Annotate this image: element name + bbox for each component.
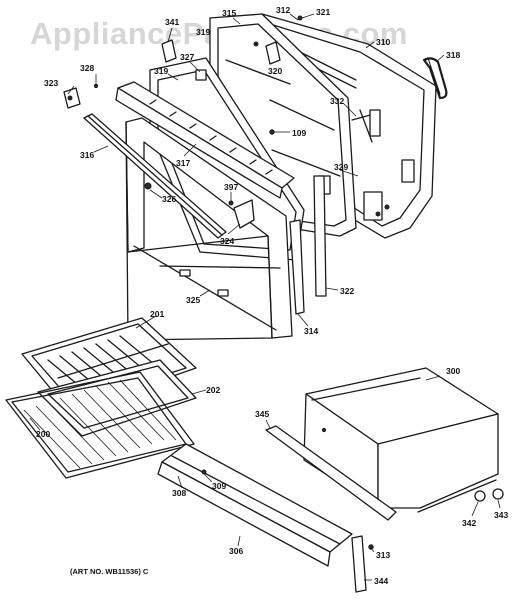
callout-202: 202 xyxy=(206,385,220,395)
storage-drawer xyxy=(303,367,499,513)
drawer-slide xyxy=(351,535,367,593)
door-gasket xyxy=(422,57,448,100)
callout-318: 318 xyxy=(446,50,460,60)
callout-308: 308 xyxy=(172,488,186,498)
callout-200: 200 xyxy=(36,429,50,439)
hinge-parts xyxy=(63,15,303,229)
drawer-roller-342 xyxy=(474,490,486,502)
door-vent-trim xyxy=(115,81,295,199)
callout-322: 322 xyxy=(340,286,354,296)
leader-lines xyxy=(29,13,501,581)
callout-329: 329 xyxy=(334,162,348,172)
drawer-front xyxy=(157,443,353,567)
callout-345: 345 xyxy=(255,409,269,419)
callout-306: 306 xyxy=(229,546,243,556)
callout-201: 201 xyxy=(150,309,164,319)
callout-314: 314 xyxy=(304,326,318,336)
art-number: (ART NO. WB11536) C xyxy=(70,567,149,576)
side-trim-314 xyxy=(289,219,305,315)
callout-300: 300 xyxy=(446,366,460,376)
callout-310: 310 xyxy=(376,37,390,47)
callout-320: 320 xyxy=(268,66,282,76)
door-handle xyxy=(83,113,227,239)
callout-321: 321 xyxy=(316,7,330,17)
callout-109: 109 xyxy=(292,128,306,138)
callout-317: 317 xyxy=(176,158,190,168)
callout-319: 319 xyxy=(154,66,168,76)
callout-341: 341 xyxy=(165,17,179,27)
drawer-screw-313 xyxy=(368,544,374,550)
drawer-roller-343 xyxy=(492,488,504,500)
drawer-rail xyxy=(265,425,397,521)
callout-312: 312 xyxy=(276,5,290,15)
callout-323: 323 xyxy=(44,78,58,88)
callout-344: 344 xyxy=(374,576,388,586)
callout-319-top: 319 xyxy=(196,27,210,37)
door-frame xyxy=(125,117,293,341)
callout-326: 326 xyxy=(162,194,176,204)
callout-328: 328 xyxy=(80,63,94,73)
callout-labels: 341 315 312 321 310 318 319 327 320 328 … xyxy=(36,5,508,586)
callout-327: 327 xyxy=(180,52,194,62)
callout-309: 309 xyxy=(212,481,226,491)
callout-324: 324 xyxy=(220,236,234,246)
callout-316: 316 xyxy=(80,150,94,160)
callout-343: 343 xyxy=(494,510,508,520)
callout-342: 342 xyxy=(462,518,476,528)
side-trim-322 xyxy=(313,175,327,297)
callout-332: 332 xyxy=(330,96,344,106)
callout-325: 325 xyxy=(186,295,200,305)
callout-397: 397 xyxy=(224,182,238,192)
callout-313: 313 xyxy=(376,550,390,560)
callout-315: 315 xyxy=(222,8,236,18)
